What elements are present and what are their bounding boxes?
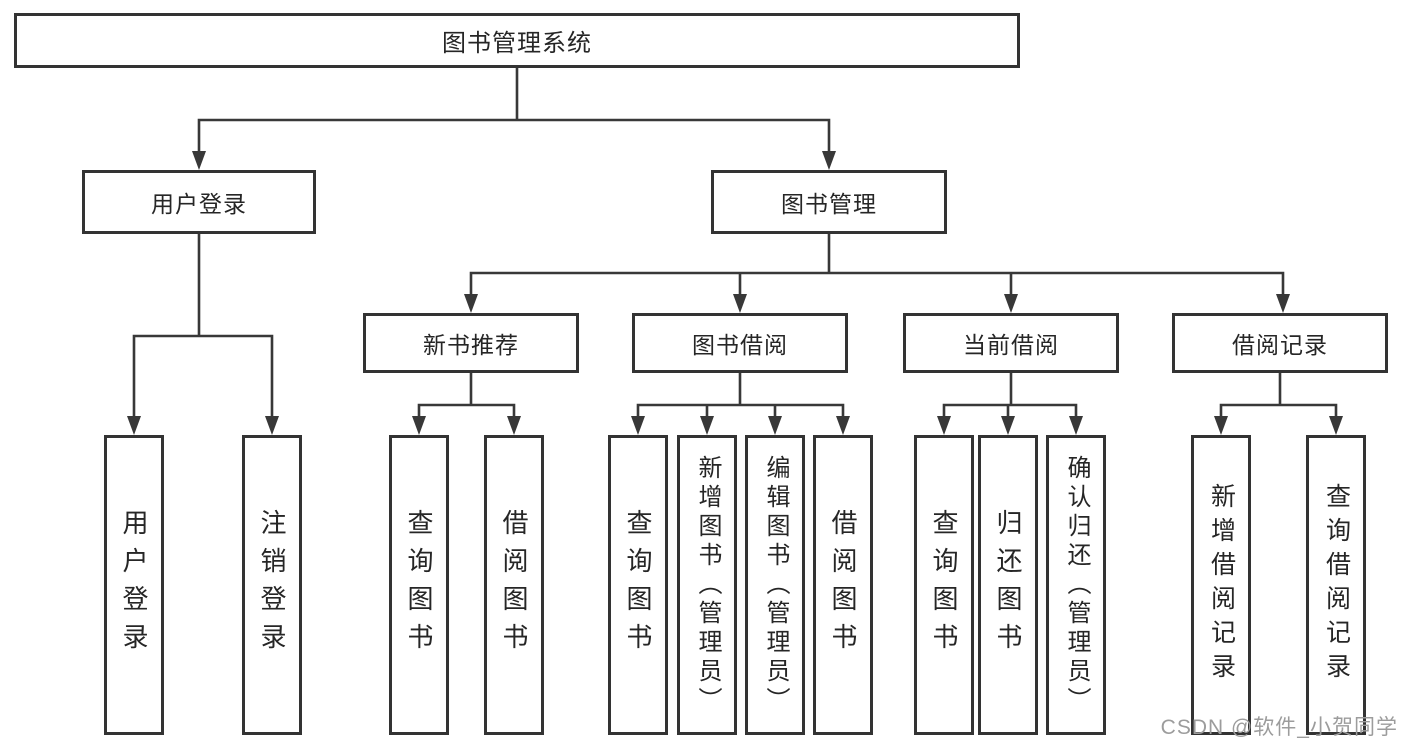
leaf-logout: 注销登录	[242, 435, 302, 735]
node-label: 用户登录	[151, 191, 247, 217]
node-label: 归还图书	[993, 509, 1023, 661]
leaf-return-books: 归还图书	[978, 435, 1038, 735]
node-book-borrowing: 图书借阅	[632, 313, 848, 373]
node-user-login: 用户登录	[82, 170, 316, 234]
leaf-confirm-return-admin: 确认归还（管理员）	[1046, 435, 1106, 735]
node-current-borrowing: 当前借阅	[903, 313, 1119, 373]
node-label: 查询图书	[404, 509, 434, 661]
node-library-system: 图书管理系统	[14, 13, 1020, 68]
tree-edges	[132, 68, 1338, 419]
leaf-add-borrow-record: 新增借阅记录	[1191, 435, 1251, 735]
leaf-borrow-books-borrowing: 借阅图书	[813, 435, 873, 735]
leaf-query-books-borrowing: 查询图书	[608, 435, 668, 735]
node-label: 注销登录	[257, 509, 287, 661]
node-label: 查询借阅记录	[1322, 483, 1351, 687]
leaf-user-login: 用户登录	[104, 435, 164, 735]
node-label: 借阅图书	[499, 509, 529, 661]
node-label: 当前借阅	[963, 332, 1059, 358]
node-label: 新增图书（管理员）	[694, 454, 721, 716]
node-label: 借阅记录	[1232, 332, 1328, 358]
leaf-borrow-books-recommend: 借阅图书	[484, 435, 544, 735]
node-label: 图书借阅	[692, 332, 788, 358]
leaf-add-book-admin: 新增图书（管理员）	[677, 435, 737, 735]
node-label: 确认归还（管理员）	[1063, 454, 1090, 716]
node-label: 用户登录	[119, 509, 149, 661]
leaf-edit-book-admin: 编辑图书（管理员）	[745, 435, 805, 735]
node-new-book-recommendation: 新书推荐	[363, 313, 579, 373]
leaf-query-books-current: 查询图书	[914, 435, 974, 735]
watermark: CSDN @软件_小贺同学	[1160, 716, 1398, 739]
node-label: 图书管理系统	[442, 30, 592, 57]
node-label: 编辑图书（管理员）	[762, 454, 789, 716]
node-label: 查询图书	[623, 509, 653, 661]
node-label: 图书管理	[781, 191, 877, 217]
node-label: 借阅图书	[828, 509, 858, 661]
node-book-management: 图书管理	[711, 170, 947, 234]
node-label: 新增借阅记录	[1207, 483, 1236, 687]
leaf-query-borrow-record: 查询借阅记录	[1306, 435, 1366, 735]
node-label: 新书推荐	[423, 332, 519, 358]
node-label: 查询图书	[929, 509, 959, 661]
node-borrowing-records: 借阅记录	[1172, 313, 1388, 373]
leaf-query-books-recommend: 查询图书	[389, 435, 449, 735]
